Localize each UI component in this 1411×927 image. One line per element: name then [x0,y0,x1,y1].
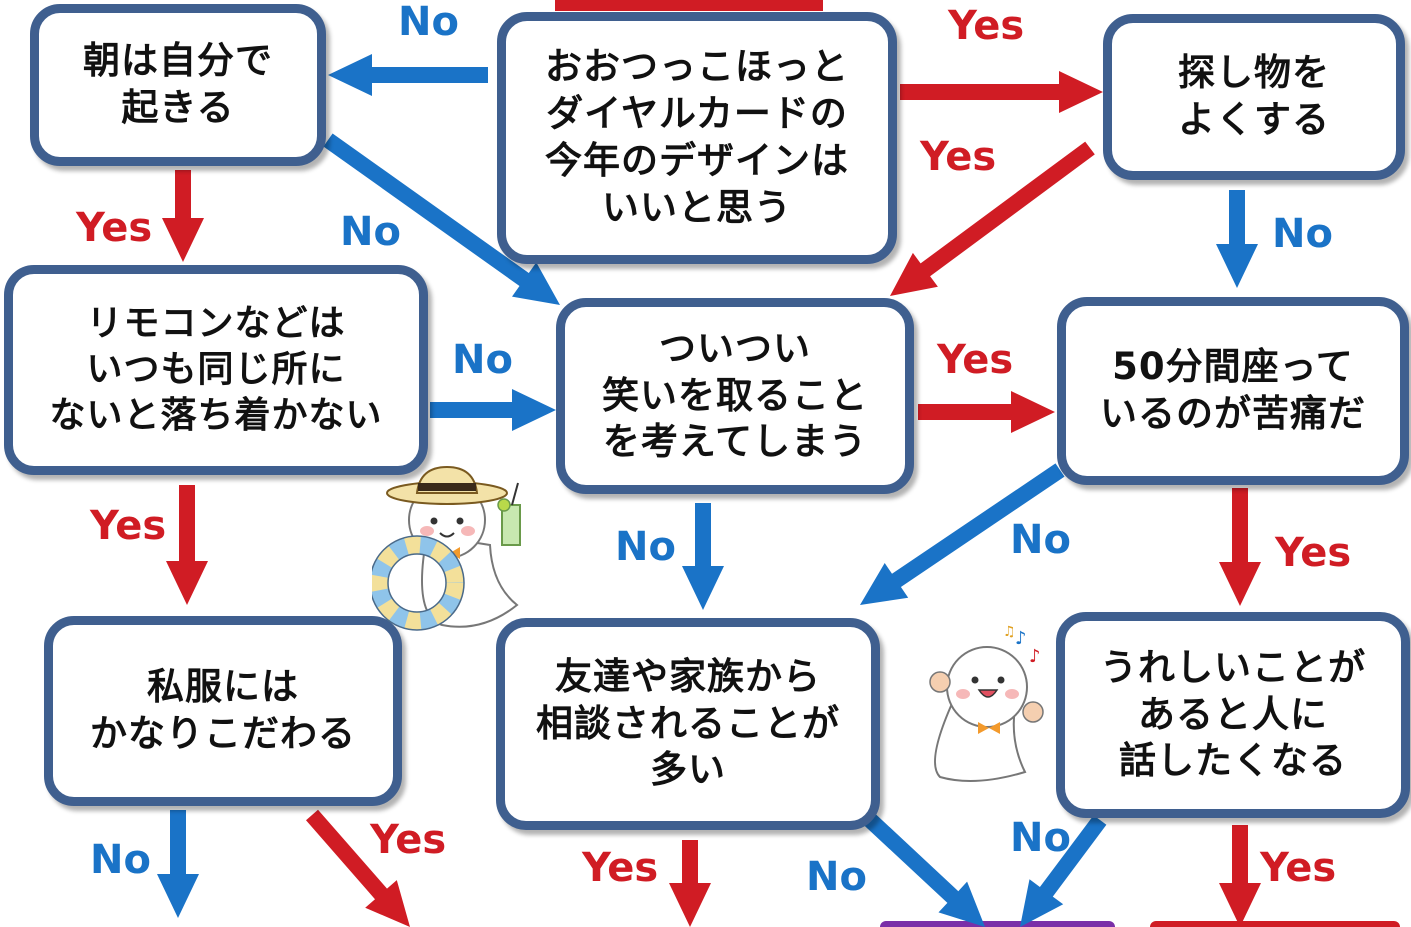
label-yes-7: Yes [370,817,447,863]
mascot-music-illustration: ♪ ♪ ♫ [929,624,1044,782]
mascot-swim-illustration [372,465,521,631]
node-sit-text: 50分間座って いるのが苦痛だ [1100,345,1366,435]
node-clothes: 私服には かなりこだわる [44,616,402,806]
node-wake-text: 朝は自分で 起きる [83,39,273,129]
arrow-remote-yes [166,485,208,605]
label-no-2: No [340,209,401,255]
arrow-start-no [328,54,488,96]
arrow-wake-yes [162,170,204,262]
svg-text:♫: ♫ [1003,624,1016,640]
arrow-laugh-yes [918,391,1055,433]
offscreen-box-bottom-red [1150,921,1400,927]
arrow-sit-no [860,463,1065,605]
node-laugh: ついつい 笑いを取ること を考えてしまう [556,298,914,494]
label-no-1: No [398,0,459,45]
arrow-remote-no [430,389,556,431]
arrow-sit-yes [1219,488,1261,606]
node-search-text: 探し物を よくする [1178,51,1330,141]
arrow-wake-no [323,133,560,305]
node-clothes-text: 私服には かなりこだわる [90,665,356,755]
label-yes-5: Yes [90,503,167,549]
label-yes-8: Yes [582,845,659,891]
node-wake: 朝は自分で 起きる [30,4,326,166]
arrow-consult-no [862,812,985,927]
label-yes-9: Yes [1260,845,1337,891]
node-search: 探し物を よくする [1103,14,1405,180]
node-start: おおつっこほっと ダイヤルカードの 今年のデザインは いいと思う [497,12,897,264]
arrow-clothes-no [157,810,199,918]
label-no-4: No [452,337,513,383]
label-yes-6: Yes [1275,530,1352,576]
node-remote-text: リモコンなどは いつも同じ所に ないと落ち着かない [49,303,383,436]
label-no-3: No [1272,211,1333,257]
arrow-search-no [1216,190,1258,288]
node-consult: 友達や家族から 相談されることが 多い [496,618,880,830]
label-yes-3: Yes [76,205,153,251]
label-no-6: No [1010,517,1071,563]
node-happy: うれしいことが あると人に 話したくなる [1056,612,1410,818]
label-yes-2: Yes [920,134,997,180]
svg-text:♪: ♪ [1029,646,1041,667]
arrow-start-yes [900,71,1103,113]
svg-text:♪: ♪ [1015,628,1027,649]
arrow-consult-yes [669,840,711,927]
node-start-text: おおつっこほっと ダイヤルカードの 今年のデザインは いいと思う [545,45,849,229]
offscreen-box-bottom-purple [880,921,1115,927]
arrow-happy-no [1020,815,1107,927]
arrow-search-yes [890,141,1095,296]
arrow-happy-yes [1219,825,1261,927]
node-consult-text: 友達や家族から 相談されることが 多い [536,654,840,792]
label-no-7: No [90,837,151,883]
node-sit: 50分間座って いるのが苦痛だ [1057,297,1409,485]
node-remote: リモコンなどは いつも同じ所に ないと落ち着かない [4,265,428,475]
node-happy-text: うれしいことが あると人に 話したくなる [1100,645,1366,783]
label-yes-4: Yes [937,337,1014,383]
arrow-clothes-yes [306,809,410,927]
arrow-laugh-no [682,503,724,610]
node-laugh-text: ついつい 笑いを取ること を考えてしまう [602,326,868,464]
label-no-5: No [615,524,676,570]
offscreen-box-top [555,0,823,11]
label-yes-1: Yes [948,3,1025,49]
label-no-9: No [1010,815,1071,861]
label-no-8: No [806,854,867,900]
